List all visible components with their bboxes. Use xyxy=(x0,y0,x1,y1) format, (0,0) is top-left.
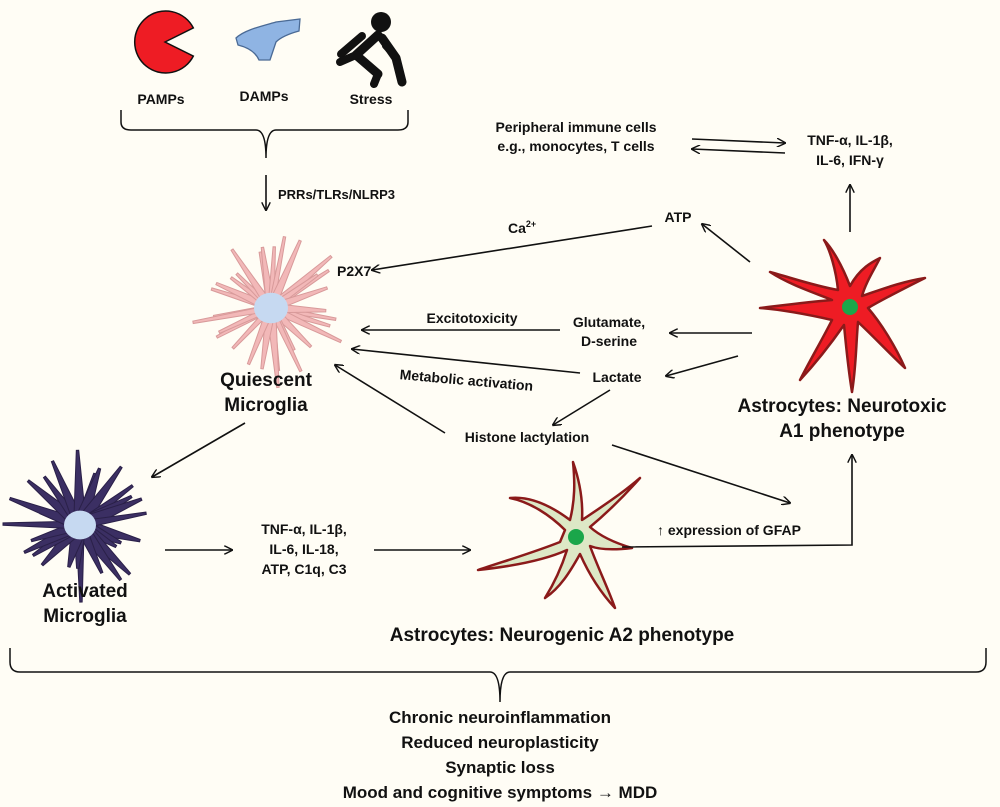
stress-label: Stress xyxy=(350,91,393,107)
a1-to-lactate-arrow xyxy=(666,355,739,376)
cytokines-mid-label-3: ATP, C1q, C3 xyxy=(261,561,346,577)
cytokines-top-label-2: IL-6, IFN-γ xyxy=(816,152,884,168)
activated-label-2: Microglia xyxy=(43,606,127,627)
a2-astrocyte-cell xyxy=(476,460,642,610)
a1-label-1: Astrocytes: Neurotoxic xyxy=(737,396,946,417)
quiescent-microglia-process xyxy=(282,303,327,314)
activated-label-1: Activated xyxy=(42,581,128,602)
gfap-label: ↑ expression of GFAP xyxy=(657,522,801,538)
cytokines-mid-label-2: IL-6, IL-18, xyxy=(269,541,338,557)
calcium-base: Ca xyxy=(508,220,526,236)
calcium-superscript: 2+ xyxy=(526,219,536,229)
a2-label: Astrocytes: Neurogenic A2 phenotype xyxy=(390,625,735,646)
outcome-3: Synaptic loss xyxy=(445,758,555,777)
cytokines-top-label-1: TNF-α, IL-1β, xyxy=(807,132,893,148)
lactate-label: Lactate xyxy=(592,369,641,385)
quiescent-to-activated-arrow xyxy=(152,422,246,477)
immune-to-cytokine-arrow xyxy=(691,139,785,143)
lactate-to-histone-arrow xyxy=(553,389,611,425)
quiescent-label-1: Quiescent xyxy=(220,370,313,391)
damps-label: DAMPs xyxy=(239,88,288,104)
glutamate-label-1: Glutamate, xyxy=(573,314,645,330)
calcium-label: Ca2+ xyxy=(508,219,536,236)
activated-microglia-cell xyxy=(2,449,147,603)
outcome-4: Mood and cognitive symptoms → MDD xyxy=(343,783,658,802)
cytokines-mid-label-1: TNF-α, IL-1β, xyxy=(261,521,347,537)
pamps-label: PAMPs xyxy=(137,91,184,107)
atp-to-p2x7-arrow xyxy=(372,225,653,270)
histone-label: Histone lactylation xyxy=(465,429,589,445)
receptors-label: PRRs/TLRs/NLRP3 xyxy=(278,187,395,202)
metabolic-label: Metabolic activation xyxy=(399,366,534,394)
stress-figure-icon xyxy=(336,12,407,88)
lactate-to-microglia-arrow xyxy=(352,349,581,374)
quiescent-microglia-nucleus xyxy=(254,292,288,324)
atp-label: ATP xyxy=(665,209,692,225)
a1-label-2: A1 phenotype xyxy=(779,421,905,442)
immune-label-1: Peripheral immune cells xyxy=(495,119,656,135)
immune-label-2: e.g., monocytes, T cells xyxy=(497,138,654,154)
excitotoxicity-label: Excitotoxicity xyxy=(426,310,517,326)
histone-to-gfap-arrow xyxy=(611,444,790,503)
outcome-1: Chronic neuroinflammation xyxy=(389,708,611,727)
pamps-pacman-icon xyxy=(133,10,195,74)
a2-astrocyte-nucleus xyxy=(568,529,584,545)
activated-microglia-nucleus xyxy=(64,510,96,540)
glutamate-label-2: D-serine xyxy=(581,333,637,349)
cytokine-to-immune-arrow xyxy=(692,149,786,153)
a1-to-atp-arrow xyxy=(702,224,751,263)
histone-to-microglia-arrow xyxy=(335,365,446,434)
outcome-2: Reduced neuroplasticity xyxy=(401,733,599,752)
quiescent-microglia-cell xyxy=(192,235,343,389)
a2-to-a1-arrow xyxy=(621,455,852,548)
trigger-bracket xyxy=(120,110,409,159)
a1-astrocyte-nucleus xyxy=(842,299,858,315)
outcome-bracket xyxy=(9,648,987,703)
damps-shape-icon xyxy=(235,18,301,61)
quiescent-label-2: Microglia xyxy=(224,395,308,416)
p2x7-label: P2X7 xyxy=(337,263,371,279)
a1-astrocyte-cell xyxy=(758,238,927,394)
